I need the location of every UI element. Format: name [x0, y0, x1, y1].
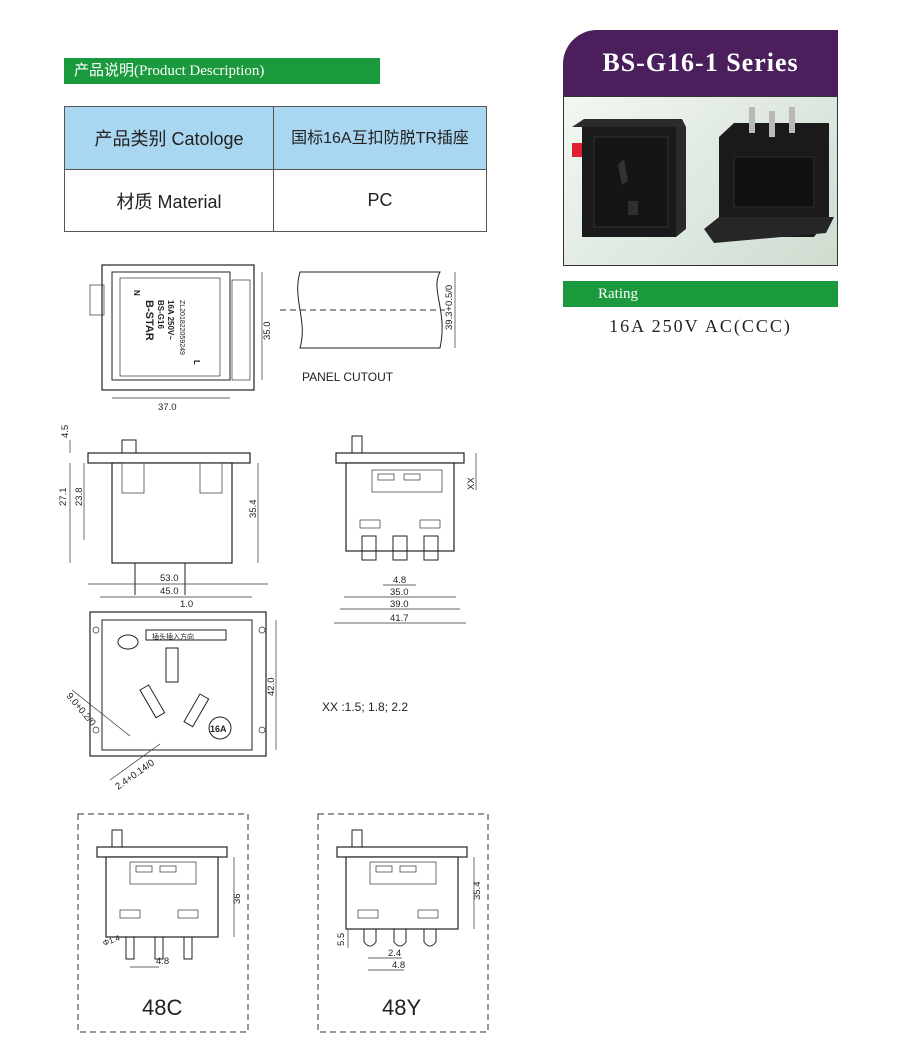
catalog-label: 产品类别 Catologe	[64, 106, 274, 170]
slot-left	[139, 684, 166, 719]
dim-45: 45.0	[160, 586, 179, 597]
catalog-value: 国标16A互扣防脱TR插座	[273, 106, 487, 170]
panel-cutout-drawing: 39.3+0.5/0 PANEL CUTOUT	[280, 271, 456, 384]
dim-53: 53.0	[160, 573, 179, 584]
red-button	[572, 143, 582, 157]
table-row: 产品类别 Catologe 国标16A互扣防脱TR插座	[64, 106, 487, 170]
variant-48y-drawing: 35.4 5.5 2.4 4.8 48Y	[317, 813, 489, 1033]
arrow-text: 插头插入方向	[152, 632, 194, 641]
back-view-drawing: XX 4.8 35.0 39.0 41.7	[334, 435, 477, 624]
panel-cutout-label: PANEL CUTOUT	[302, 370, 394, 384]
dim-xx: XX	[466, 477, 477, 490]
dim-42: 42.0	[266, 678, 277, 697]
dim-23-8: 23.8	[74, 488, 85, 507]
side-view-drawing: 4.5 27.1 23.8 35.4	[58, 425, 259, 595]
variant-48y-label: 48Y	[382, 995, 421, 1020]
16a-badge	[208, 716, 232, 740]
dim-48y-4-8: 4.8	[392, 960, 405, 971]
dim-phi: Φ1.4	[102, 933, 122, 948]
product-description-bar: 产品说明(Product Description)	[64, 58, 380, 84]
label-n: N	[132, 290, 141, 296]
variant-48y-frame	[317, 813, 489, 1033]
xx-note: XX :1.5; 1.8; 2.2	[322, 700, 408, 714]
variant-48c-frame	[77, 813, 249, 1033]
dim-36: 36	[232, 893, 243, 904]
label-model: BS-G16	[156, 300, 165, 329]
earth-slot	[165, 647, 179, 683]
dim-39-0: 39.0	[390, 599, 409, 610]
spec-table: 产品类别 Catologe 国标16A互扣防脱TR插座 材质 Material …	[64, 106, 487, 232]
socket-photo-illustration	[572, 107, 834, 243]
front-view-drawing: N B-STAR BS-G16 16A 250V~ ZL201822059249…	[89, 264, 273, 413]
dim-5-5: 5.5	[336, 933, 347, 946]
dim-4-8: 4.8	[393, 575, 406, 586]
dim-cutout: 39.3+0.5/0	[444, 285, 455, 330]
dim-1-0: 1.0	[180, 599, 193, 610]
label-patent: ZL201822059249	[178, 300, 185, 355]
series-title: BS-G16-1 Series	[563, 30, 838, 96]
table-row: 材质 Material PC	[64, 169, 487, 232]
technical-drawings: N B-STAR BS-G16 16A 250V~ ZL201822059249…	[58, 264, 489, 1033]
label-brand: B-STAR	[143, 300, 155, 341]
material-value: PC	[273, 169, 487, 232]
rating-bar: Rating	[563, 281, 838, 307]
dim-35-4: 35.4	[248, 500, 259, 519]
dim-35: 35.0	[262, 322, 273, 341]
variant-48c-drawing: 36 Φ1.4 4.8 48C	[77, 813, 249, 1033]
variant-48c-label: 48C	[142, 995, 182, 1020]
dim-48y-2-4: 2.4	[388, 948, 401, 959]
badge-text: 16A	[210, 724, 227, 734]
label-l: L	[192, 360, 201, 365]
round-mark	[117, 634, 139, 650]
material-label: 材质 Material	[64, 169, 274, 232]
dim-2-4: 2.4+0.14/0	[113, 758, 156, 793]
dim-48c-4-8: 4.8	[156, 956, 169, 967]
product-photo	[563, 96, 838, 266]
dim-4-5: 4.5	[60, 425, 71, 438]
rating-value: 16A 250V AC(CCC)	[609, 316, 792, 336]
dim-48y-35-4: 35.4	[472, 882, 483, 901]
dim-27-1: 27.1	[58, 488, 69, 507]
dim-41-7: 41.7	[390, 613, 409, 624]
slot-right	[183, 693, 210, 728]
face-view-drawing: 53.0 45.0 1.0 插头插入方向 16A 42.0 9.0+0.2/0 …	[64, 573, 277, 792]
label-rating: 16A 250V~	[166, 300, 175, 340]
dim-37: 37.0	[158, 402, 177, 413]
dim-35-0: 35.0	[390, 587, 409, 598]
